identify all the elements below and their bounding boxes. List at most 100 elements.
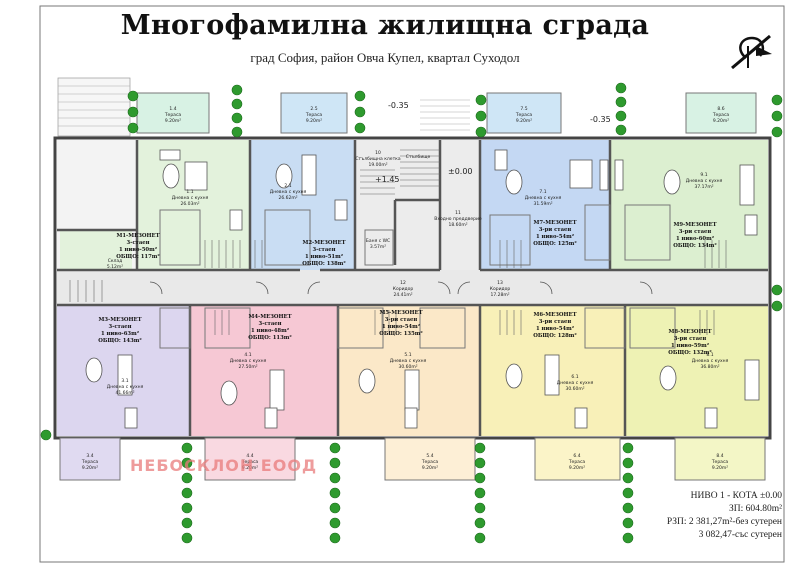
terrace-5-4-area: 9.20m² — [422, 465, 438, 471]
room-3-1-name: Дневна с кухня — [107, 384, 144, 390]
unit-m5-net: 1 ниво-54m² — [382, 324, 421, 330]
core-stairwell — [355, 140, 480, 270]
room-11-name: Входно преддверие — [434, 216, 482, 222]
unit-m7-total: ОБЩО: 125m² — [533, 241, 577, 247]
room-2-1-num: 2.1 — [284, 183, 291, 189]
terrace-labels: 1.4 Тераса 9.20m² 2.5 Тераса 9.20m² 7.5 … — [81, 106, 730, 471]
unit-fills — [57, 140, 768, 436]
room-1-1-num: 1.1 — [186, 189, 193, 195]
terrace-4-4-area: 9.20m² — [242, 465, 258, 471]
partition-walls — [159, 204, 676, 349]
room-10-name: Стълбищна клетка — [355, 156, 401, 162]
terrace-7-5 — [486, 92, 562, 134]
company-logo-icon — [731, 34, 772, 70]
bath-label: Баня с WC — [366, 238, 390, 244]
unit-m5-floors: 3-ри стаен — [385, 317, 418, 323]
room-4-1-num: 4.1 — [244, 352, 251, 358]
unit-m8 — [625, 305, 768, 436]
unit-m6-title: М6-МЕЗОНЕТ — [533, 312, 576, 318]
entry-stairs-left — [57, 77, 131, 137]
room-8-1-num: 8.1 — [706, 352, 713, 358]
room-1-1-name: Дневна с кухня — [172, 195, 209, 201]
unit-m4-total: ОБЩО: 113m² — [248, 335, 292, 341]
terrace-1-4-num: 1.4 — [169, 106, 176, 112]
room-6-1-name: Дневна с кухня — [557, 380, 594, 386]
level-info: НИВО 1 - КОТА ±0.00 — [690, 491, 782, 501]
terrace-8-6-area: 9.20m² — [713, 118, 729, 124]
gross-area-with-basement: 3 082,47-със сутерен — [698, 530, 782, 540]
unit-m6-net: 1 ниво-54m² — [536, 326, 575, 332]
room-11-num: 11 — [455, 210, 461, 216]
level-stair: +1.45 — [375, 175, 400, 184]
room-7-1-num: 7.1 — [539, 189, 546, 195]
unit-m1-total: ОБЩО: 117m² — [116, 254, 160, 260]
built-area-info: ЗП: 604.80m² — [729, 504, 782, 514]
stairs — [69, 149, 727, 335]
store-area: 5.12m² — [107, 264, 123, 270]
room-4-1-area: 27.50m² — [238, 364, 257, 370]
unit-m8-total: ОБЩО: 132m² — [668, 350, 712, 356]
unit-m2-floors: 3-стаен — [312, 247, 335, 253]
unit-m6-total: ОБЩО: 128m² — [533, 333, 577, 339]
terrace-8-6 — [685, 92, 757, 134]
company-watermark: НЕБОСКЛОН ЕООД — [130, 456, 318, 475]
unit-m1-floors: 3-стаен — [126, 240, 149, 246]
terrace-8-6-label: Тераса — [712, 112, 730, 118]
room-13-name: Коридор — [490, 286, 511, 292]
terrace-1-4-label: Тераса — [164, 112, 182, 118]
terrace-6-4-label: Тераса — [568, 459, 586, 465]
room-10-num: 10 — [375, 150, 381, 156]
interior-walls — [57, 140, 768, 436]
room-9-1-num: 9.1 — [700, 172, 707, 178]
terrace-2-5-label: Тераса — [305, 112, 323, 118]
unit-m1-title: М1-МЕЗОНЕТ — [116, 233, 159, 239]
terraces-top — [57, 77, 757, 137]
unit-m9-net: 1 ниво-60m² — [676, 236, 715, 242]
terrace-6-4 — [534, 437, 621, 481]
terrace-8-4-area: 9.20m² — [712, 465, 728, 471]
unit-m1-net: 1 ниво-50m² — [119, 247, 158, 253]
terrace-4-4-num: 4.4 — [246, 453, 253, 459]
room-13-num: 13 — [497, 280, 503, 286]
terrace-5-4 — [384, 437, 476, 481]
unit-labels: М1-МЕЗОНЕТ 3-стаен 1 ниво-50m² ОБЩО: 117… — [98, 220, 717, 356]
terrace-3-4-num: 3.4 — [86, 453, 93, 459]
terrace-5-4-num: 5.4 — [426, 453, 433, 459]
terrace-4-4 — [204, 437, 296, 481]
sheet-frame — [39, 5, 785, 563]
stair-lobby-label: Стълбище — [406, 154, 431, 160]
info-block: НИВО 1 - КОТА ±0.00 ЗП: 604.80m² РЗП: 2 … — [667, 490, 782, 542]
terrace-2-5-area: 9.20m² — [306, 118, 322, 124]
unit-m2-net: 1 ниво-51m² — [305, 254, 344, 260]
unit-m5-total: ОБЩО: 135m² — [379, 331, 423, 337]
unit-m2-title: М2-МЕЗОНЕТ — [302, 240, 345, 246]
terrace-8-6-num: 8.6 — [717, 106, 724, 112]
store-label: Склад — [108, 258, 123, 264]
room-2-1-name: Дневна с кухня — [270, 189, 307, 195]
unit-m8-floors: 3-ри стаен — [674, 336, 707, 342]
room-12-area: 24.41m² — [393, 292, 412, 298]
page-title: Многофамилна жилищна сграда — [120, 10, 650, 41]
unit-m7-net: 1 ниво-54m² — [536, 234, 575, 240]
unit-m9-floors: 3-ри стаен — [679, 229, 712, 235]
room-7-1-area: 31.59m² — [533, 201, 552, 207]
terrace-6-4-num: 6.4 — [573, 453, 580, 459]
room-3-1-num: 3.1 — [121, 378, 128, 384]
terrace-1-4-area: 9.20m² — [165, 118, 181, 124]
room-12-num: 12 — [400, 280, 406, 286]
terrace-8-4 — [674, 437, 766, 481]
unit-m8-net: 1 ниво-59m² — [671, 343, 710, 349]
terrace-3-4-area: 9.20m² — [82, 465, 98, 471]
unit-m9-title: М9-МЕЗОНЕТ — [673, 222, 716, 228]
room-4-1-name: Дневна с кухня — [230, 358, 267, 364]
page-subtitle: град София, район Овча Купел, квартал Су… — [250, 50, 520, 65]
unit-m9-total: ОБЩО: 134m² — [673, 243, 717, 249]
trees — [40, 82, 783, 544]
unit-m3-title: М3-МЕЗОНЕТ — [98, 317, 141, 323]
level-entry: ±0.00 — [448, 167, 473, 176]
room-7-1-name: Дневна с кухня — [525, 195, 562, 201]
unit-m8-title: М8-МЕЗОНЕТ — [668, 329, 711, 335]
unit-m2-total: ОБЩО: 138m² — [302, 261, 346, 267]
